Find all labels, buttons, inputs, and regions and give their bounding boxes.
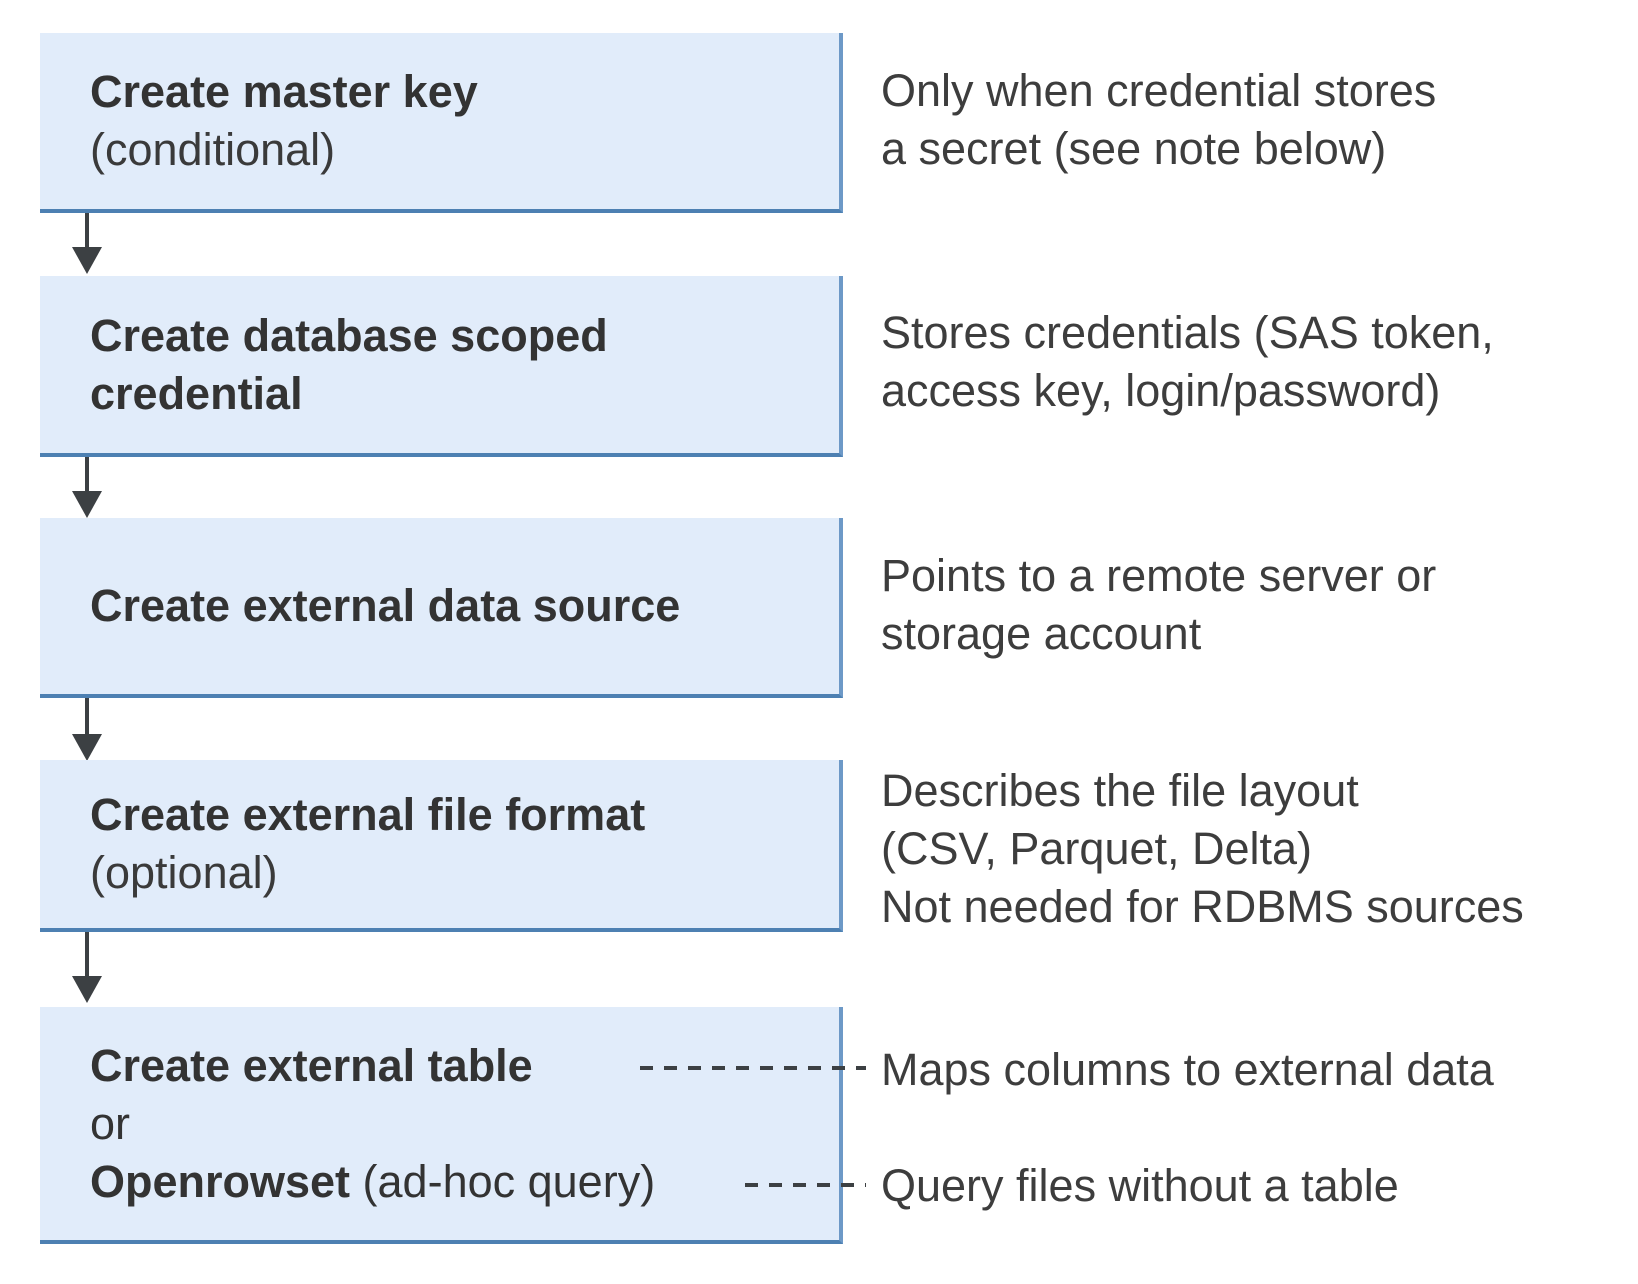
flow-step-create-external-file-format: Create external file format (optional) (40, 760, 843, 932)
step-alt-suffix: (ad-hoc query) (350, 1155, 656, 1207)
flow-step-create-database-scoped-credential: Create database scoped credential (40, 276, 843, 457)
step-title: Create database scoped credential (90, 309, 608, 419)
step-alt-title: Openrowset (90, 1155, 351, 1207)
step-title: Create external data source (90, 580, 681, 631)
dashed-connector-external-table (640, 1066, 866, 1070)
step-note-openrowset: Query files without a table (881, 1160, 1399, 1211)
down-arrow-icon (85, 457, 89, 491)
down-arrow-icon (85, 932, 89, 976)
flow-step-create-master-key: Create master key (conditional) (40, 33, 843, 213)
step-alt-line: Openrowset (ad-hoc query) (90, 1153, 839, 1211)
step-title: Create external table (90, 1039, 533, 1091)
step-title: Create master key (90, 66, 478, 117)
down-arrow-icon (85, 213, 89, 247)
step-note-external-table: Maps columns to external data (881, 1044, 1494, 1095)
step-note: Points to a remote server or storage acc… (881, 550, 1437, 659)
step-note: Stores credentials (SAS token, access ke… (881, 307, 1494, 416)
flow-step-create-external-data-source: Create external data source (40, 518, 843, 698)
step-note: Describes the file layout (CSV, Parquet,… (881, 765, 1524, 932)
step-subtitle: (conditional) (90, 124, 336, 175)
flow-step-create-external-table-or-openrowset: Create external table or Openrowset (ad-… (40, 1007, 843, 1244)
step-or-label: or (90, 1097, 131, 1149)
step-title: Create external file format (90, 789, 646, 840)
dashed-connector-openrowset (745, 1183, 866, 1187)
down-arrow-icon (85, 698, 89, 734)
step-note: Only when credential stores a secret (se… (881, 65, 1437, 174)
step-subtitle: (optional) (90, 847, 278, 898)
